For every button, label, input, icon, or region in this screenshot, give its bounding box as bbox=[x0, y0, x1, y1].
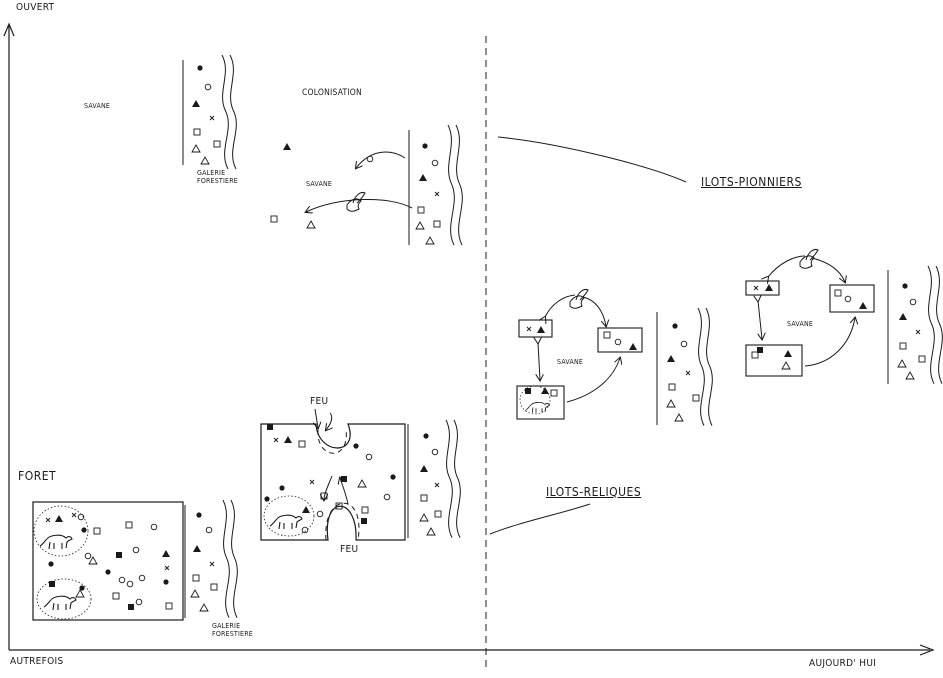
ilots-reliques-label: ILOTS-RELIQUES bbox=[546, 485, 642, 499]
x-axis-left-label: AUTREFOIS bbox=[10, 656, 64, 667]
galerie-label-top: GALERIE bbox=[197, 169, 226, 177]
fire-fragmented-forest bbox=[260, 408, 461, 541]
feu-label-top: FEU bbox=[310, 396, 329, 407]
x-axis-right-label: AUJOURD' HUI bbox=[809, 658, 877, 669]
savane-gallery-top-left bbox=[182, 54, 237, 170]
savane-label-right-cluster-1: SAVANE bbox=[557, 358, 584, 366]
foret-block bbox=[32, 499, 238, 621]
y-axis-label: OUVERT bbox=[16, 2, 55, 13]
savane-label-right-cluster-2: SAVANE bbox=[787, 320, 814, 328]
colonisation-title: COLONISATION bbox=[302, 88, 362, 98]
savane-label-colonisation: SAVANE bbox=[306, 180, 333, 188]
forestiere-label-bottom: FORESTIERE bbox=[212, 630, 253, 638]
reliques-connector bbox=[489, 503, 591, 535]
foret-title: FORET bbox=[18, 469, 57, 483]
y-axis bbox=[3, 22, 15, 650]
forestiere-label-top: FORESTIERE bbox=[197, 177, 238, 185]
feu-label-bottom: FEU bbox=[340, 544, 359, 555]
island-cluster-left bbox=[516, 288, 713, 427]
ilots-pionniers-label: ILOTS-PIONNIERS bbox=[701, 175, 802, 189]
galerie-label-bottom: GALERIE bbox=[212, 622, 241, 630]
pionniers-connector bbox=[497, 136, 687, 183]
colonisation-scene bbox=[270, 124, 463, 246]
island-cluster-right bbox=[745, 248, 943, 385]
savane-label-top-left: SAVANE bbox=[84, 102, 111, 110]
x-axis bbox=[9, 644, 935, 656]
